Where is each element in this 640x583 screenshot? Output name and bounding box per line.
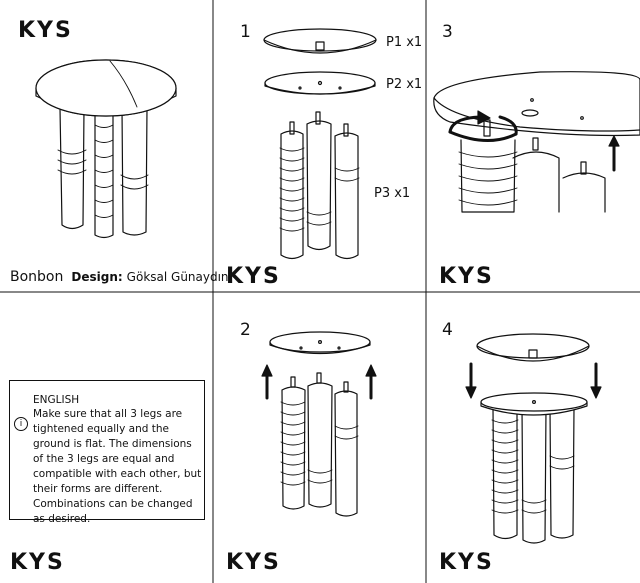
assembled-stool-illustration xyxy=(35,59,177,239)
brand-logo: KYS xyxy=(10,550,65,575)
notice-language: ENGLISH xyxy=(33,394,80,406)
step2-illustration xyxy=(261,331,377,517)
parts-illustration xyxy=(263,28,377,260)
brand-logo: KYS xyxy=(226,264,281,289)
step4-illustration xyxy=(465,333,602,544)
designer-label: Design: xyxy=(71,270,123,284)
info-icon: i xyxy=(14,417,28,431)
brand-logo: KYS xyxy=(439,550,494,575)
instruction-notice: i ENGLISH Make sure that all 3 legs are … xyxy=(9,380,205,525)
part-label-p3: P3 x1 xyxy=(374,186,411,201)
brand-logo: KYS xyxy=(18,18,73,43)
product-caption: Bonbon Design:Göksal Günaydın xyxy=(10,269,229,285)
notice-text: Make sure that all 3 legs are tightened … xyxy=(33,408,202,525)
brand-logo: KYS xyxy=(226,550,281,575)
step-number: 4 xyxy=(442,320,453,340)
product-name: Bonbon xyxy=(10,269,64,285)
brand-logo: KYS xyxy=(439,264,494,289)
part-label-p2: P2 x1 xyxy=(386,77,423,92)
step3-closeup-illustration xyxy=(433,71,640,213)
step-number: 2 xyxy=(240,320,251,340)
step-number: 3 xyxy=(442,22,453,42)
designer-name: Göksal Günaydın xyxy=(126,270,229,284)
legs-p3 xyxy=(279,111,360,260)
step-number: 1 xyxy=(240,22,251,42)
part-label-p1: P1 x1 xyxy=(386,35,423,50)
